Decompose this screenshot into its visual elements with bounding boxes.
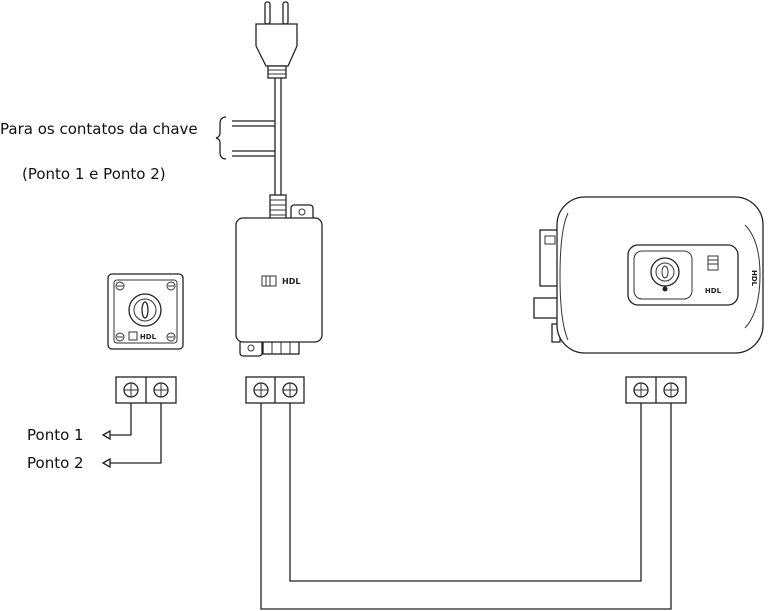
terminal-block-switch — [115, 376, 177, 404]
switch-brand-logo: HDL — [140, 333, 157, 341]
terminal-block-power-supply — [245, 376, 305, 404]
electric-lock: HDL HDL — [533, 196, 764, 354]
key-contacts-label: Para os contatos da chave — [0, 120, 198, 138]
power-cable — [215, 78, 287, 222]
point1-label: Ponto 1 — [27, 426, 84, 444]
arrow-left-icon — [101, 457, 111, 469]
lock-key-cylinder-icon — [650, 257, 680, 287]
power-supply-brand-logo: HDL — [282, 277, 300, 286]
point2-label: Ponto 2 — [27, 454, 84, 472]
terminal-block-lock — [625, 376, 687, 404]
lock-wires — [260, 403, 672, 610]
arrow-left-icon — [101, 429, 111, 441]
key-switch: HDL — [107, 273, 184, 350]
power-plug — [255, 1, 298, 79]
lock-brand-logo: HDL — [705, 287, 722, 295]
lock-side-brand-logo: HDL — [750, 270, 758, 287]
key-points-label: (Ponto 1 e Ponto 2) — [22, 165, 166, 183]
switch-wires — [101, 403, 162, 469]
power-supply: HDL — [235, 204, 323, 357]
